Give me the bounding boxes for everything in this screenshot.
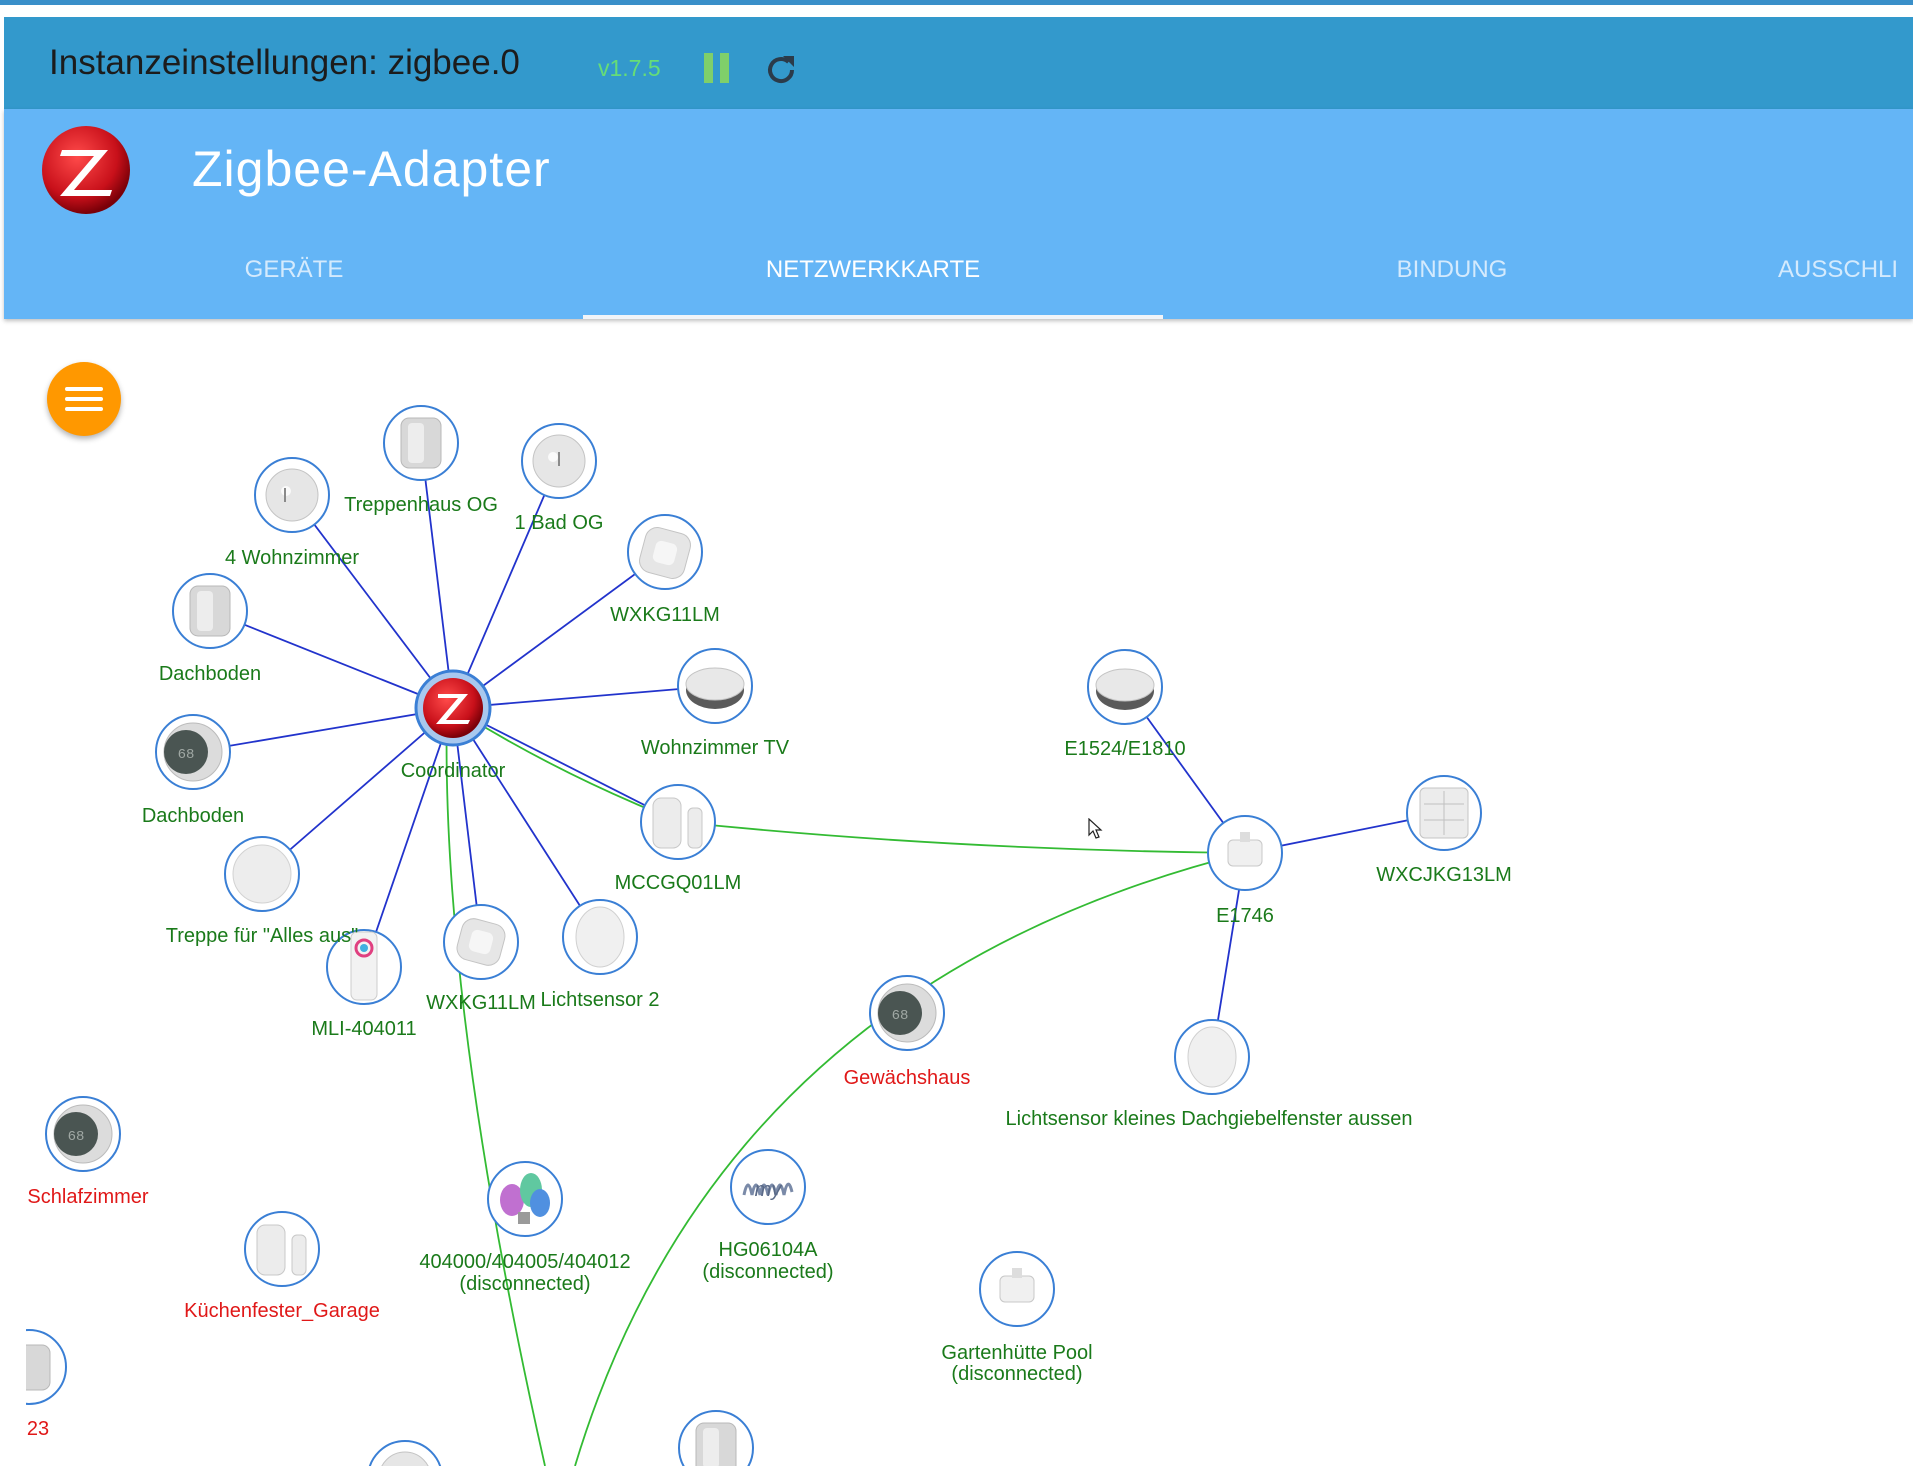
node-bad-og[interactable]: [521, 423, 597, 499]
node-kuechenfenster-garage[interactable]: [244, 1211, 320, 1287]
node-wohnzimmer-tv[interactable]: [677, 648, 753, 724]
node-dachboden-a[interactable]: [172, 573, 248, 649]
label-hg06104a-status: (disconnected): [702, 1261, 834, 1283]
label-treppe-alles-aus: Treppe für "Alles aus": [165, 925, 359, 947]
node-treppenhaus-og[interactable]: [383, 405, 459, 481]
label-wxcjkg13lm: WXCJKG13LM: [1376, 864, 1512, 886]
label-wxkg11lm-a: WXKG11LM: [610, 604, 720, 626]
tab-geraete[interactable]: GERÄTE: [244, 256, 344, 283]
svg-text:68: 68: [68, 1129, 85, 1145]
mouse-cursor-icon: [1088, 818, 1103, 839]
label-wohnzimmer-tv: Wohnzimmer TV: [640, 737, 790, 759]
app-header: [4, 109, 1913, 319]
hg-logo-text: my: [755, 1179, 783, 1201]
pause-icon[interactable]: [704, 53, 730, 83]
zigbee-logo: [40, 124, 132, 216]
node-e1524-e1810[interactable]: [1087, 649, 1163, 725]
label-404000-status: (disconnected): [459, 1273, 591, 1295]
tab-indicator: [583, 315, 1163, 319]
node-wxkg11lm-b[interactable]: [443, 904, 519, 980]
tab-ausschliessen[interactable]: AUSSCHLI: [1778, 256, 1899, 283]
label-404000-name: 404000/404005/404012: [419, 1251, 631, 1273]
tab-bindung[interactable]: BINDUNG: [1396, 256, 1508, 283]
node-bottom-a[interactable]: [368, 1440, 442, 1466]
node-e1746[interactable]: [1207, 815, 1283, 891]
node-gewaechshaus[interactable]: 68: [869, 975, 945, 1051]
label-gartenhuette-name: Gartenhütte Pool: [941, 1342, 1093, 1364]
label-wxkg11lm-b: WXKG11LM: [426, 992, 536, 1014]
label-gewaechshaus: Gewächshaus: [843, 1067, 971, 1089]
label-mccgq01lm: MCCGQ01LM: [614, 872, 742, 894]
label-hg06104a-name: HG06104A: [718, 1239, 818, 1261]
label-mli-404011: MLI-404011: [311, 1018, 417, 1040]
instance-titlebar: Instanzeinstellungen: zigbee.0 v1.7.5: [4, 17, 1913, 109]
instance-title: Instanzeinstellungen: zigbee.0: [49, 43, 520, 82]
node-coordinator[interactable]: [414, 669, 492, 747]
node-hg06104a[interactable]: my: [730, 1149, 806, 1225]
network-map[interactable]: 68: [0, 320, 1913, 1466]
node-schlafzimmer[interactable]: 68: [45, 1096, 121, 1172]
label-lichtsensor-2: Lichtsensor 2: [540, 989, 660, 1011]
label-e1524-e1810: E1524/E1810: [1064, 738, 1186, 760]
label-dachboden-b: Dachboden: [141, 805, 245, 827]
node-lichtsensor-dachgiebelfenster[interactable]: [1174, 1019, 1250, 1095]
label-treppenhaus-og: Treppenhaus OG: [344, 494, 498, 516]
label-bad-og: 1 Bad OG: [514, 512, 604, 534]
label-e1746: E1746: [1216, 905, 1274, 927]
label-kuechenfenster-garage: Küchenfester_Garage: [184, 1300, 380, 1322]
node-lichtsensor-2[interactable]: [562, 899, 638, 975]
label-dachboden-a: Dachboden: [158, 663, 262, 685]
hamburger-menu-icon[interactable]: [47, 362, 121, 436]
node-gartenhuette-pool[interactable]: [979, 1251, 1055, 1327]
svg-text:68: 68: [178, 747, 195, 763]
node-mccgq01lm[interactable]: [640, 784, 716, 860]
label-lichtsensor-dachgiebelfenster: Lichtsensor kleines Dachgiebelfenster au…: [1005, 1108, 1413, 1130]
label-coordinator: Coordinator: [400, 760, 506, 782]
node-treppe-alles-aus[interactable]: [224, 836, 300, 912]
reload-icon[interactable]: [761, 50, 801, 90]
app-title: Zigbee-Adapter: [192, 141, 551, 197]
label-4-wohnzimmer: 4 Wohnzimmer: [224, 547, 360, 569]
tab-netzwerkkarte[interactable]: NETZWERKKARTE: [765, 256, 981, 283]
node-4-wohnzimmer[interactable]: [254, 457, 330, 533]
node-bottom-b[interactable]: [678, 1410, 754, 1466]
map-left-edge: [0, 1080, 26, 1466]
node-dachboden-b[interactable]: 68: [155, 714, 231, 790]
label-schlafzimmer: Schlafzimmer: [27, 1186, 149, 1208]
svg-text:68: 68: [892, 1008, 909, 1024]
node-mli-404011[interactable]: [326, 929, 402, 1005]
node-404000-bulbs[interactable]: [487, 1161, 563, 1237]
label-gartenhuette-status: (disconnected): [951, 1363, 1083, 1385]
label-partial-23: 23: [26, 1418, 50, 1440]
version-label: v1.7.5: [598, 55, 661, 81]
node-wxkg11lm-a[interactable]: [627, 514, 703, 590]
top-strip: [0, 0, 1913, 5]
node-wxcjkg13lm[interactable]: [1406, 775, 1482, 851]
